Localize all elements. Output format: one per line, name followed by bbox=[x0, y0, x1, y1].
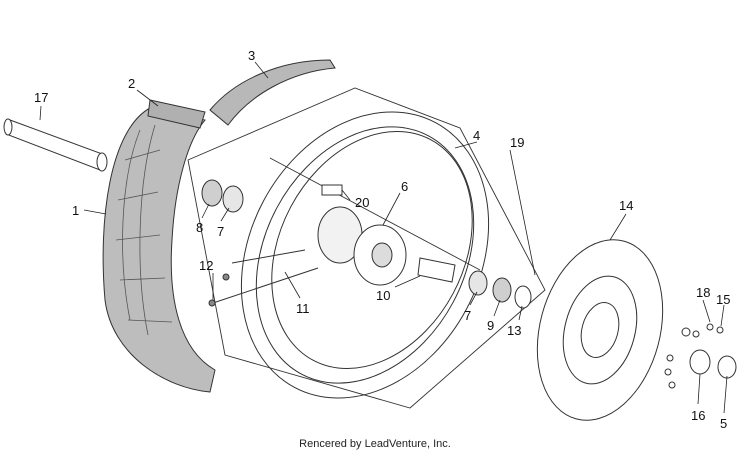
callout-13: 13 bbox=[507, 323, 521, 338]
assembly-outline bbox=[187, 87, 546, 409]
callout-14: 14 bbox=[619, 198, 633, 213]
callout-10: 10 bbox=[376, 288, 390, 303]
callout-8: 8 bbox=[196, 220, 203, 235]
callout-16: 16 bbox=[691, 408, 705, 423]
callout-18: 18 bbox=[696, 285, 710, 300]
callout-3: 3 bbox=[248, 48, 255, 63]
callout-6: 6 bbox=[401, 179, 408, 194]
axis-line bbox=[269, 157, 481, 271]
callout-9: 9 bbox=[487, 318, 494, 333]
callout-20: 20 bbox=[355, 195, 369, 210]
valve-label-box bbox=[321, 184, 343, 196]
rim-band bbox=[209, 59, 336, 126]
tire bbox=[102, 107, 216, 393]
callout-11: 11 bbox=[296, 301, 310, 316]
seal-right bbox=[492, 277, 512, 303]
callout-2: 2 bbox=[128, 76, 135, 91]
leader-lines bbox=[39, 61, 728, 414]
wheel-spacer bbox=[689, 349, 711, 375]
disc-bolts bbox=[664, 323, 724, 389]
callout-7-right: 7 bbox=[464, 308, 471, 323]
rim-tape bbox=[147, 99, 206, 129]
callout-5: 5 bbox=[720, 416, 727, 431]
seal-left bbox=[201, 179, 223, 207]
hub bbox=[317, 206, 407, 286]
callout-7-left: 7 bbox=[217, 224, 224, 239]
wheel-rim bbox=[240, 111, 490, 399]
spacer bbox=[417, 257, 456, 283]
seal-ring bbox=[514, 285, 532, 309]
callout-12: 12 bbox=[199, 258, 213, 273]
spokes bbox=[208, 249, 319, 307]
callout-17: 17 bbox=[34, 90, 48, 105]
callout-4: 4 bbox=[473, 128, 480, 143]
axle-nut bbox=[717, 355, 737, 379]
callout-1: 1 bbox=[72, 203, 79, 218]
bearing-left bbox=[222, 185, 244, 213]
bearing-right bbox=[468, 270, 488, 296]
footer-credit: Rencered by LeadVenture, Inc. bbox=[299, 438, 451, 450]
axle bbox=[3, 118, 108, 172]
callout-15: 15 bbox=[716, 292, 730, 307]
brake-disc bbox=[536, 239, 664, 421]
callout-19: 19 bbox=[510, 135, 524, 150]
